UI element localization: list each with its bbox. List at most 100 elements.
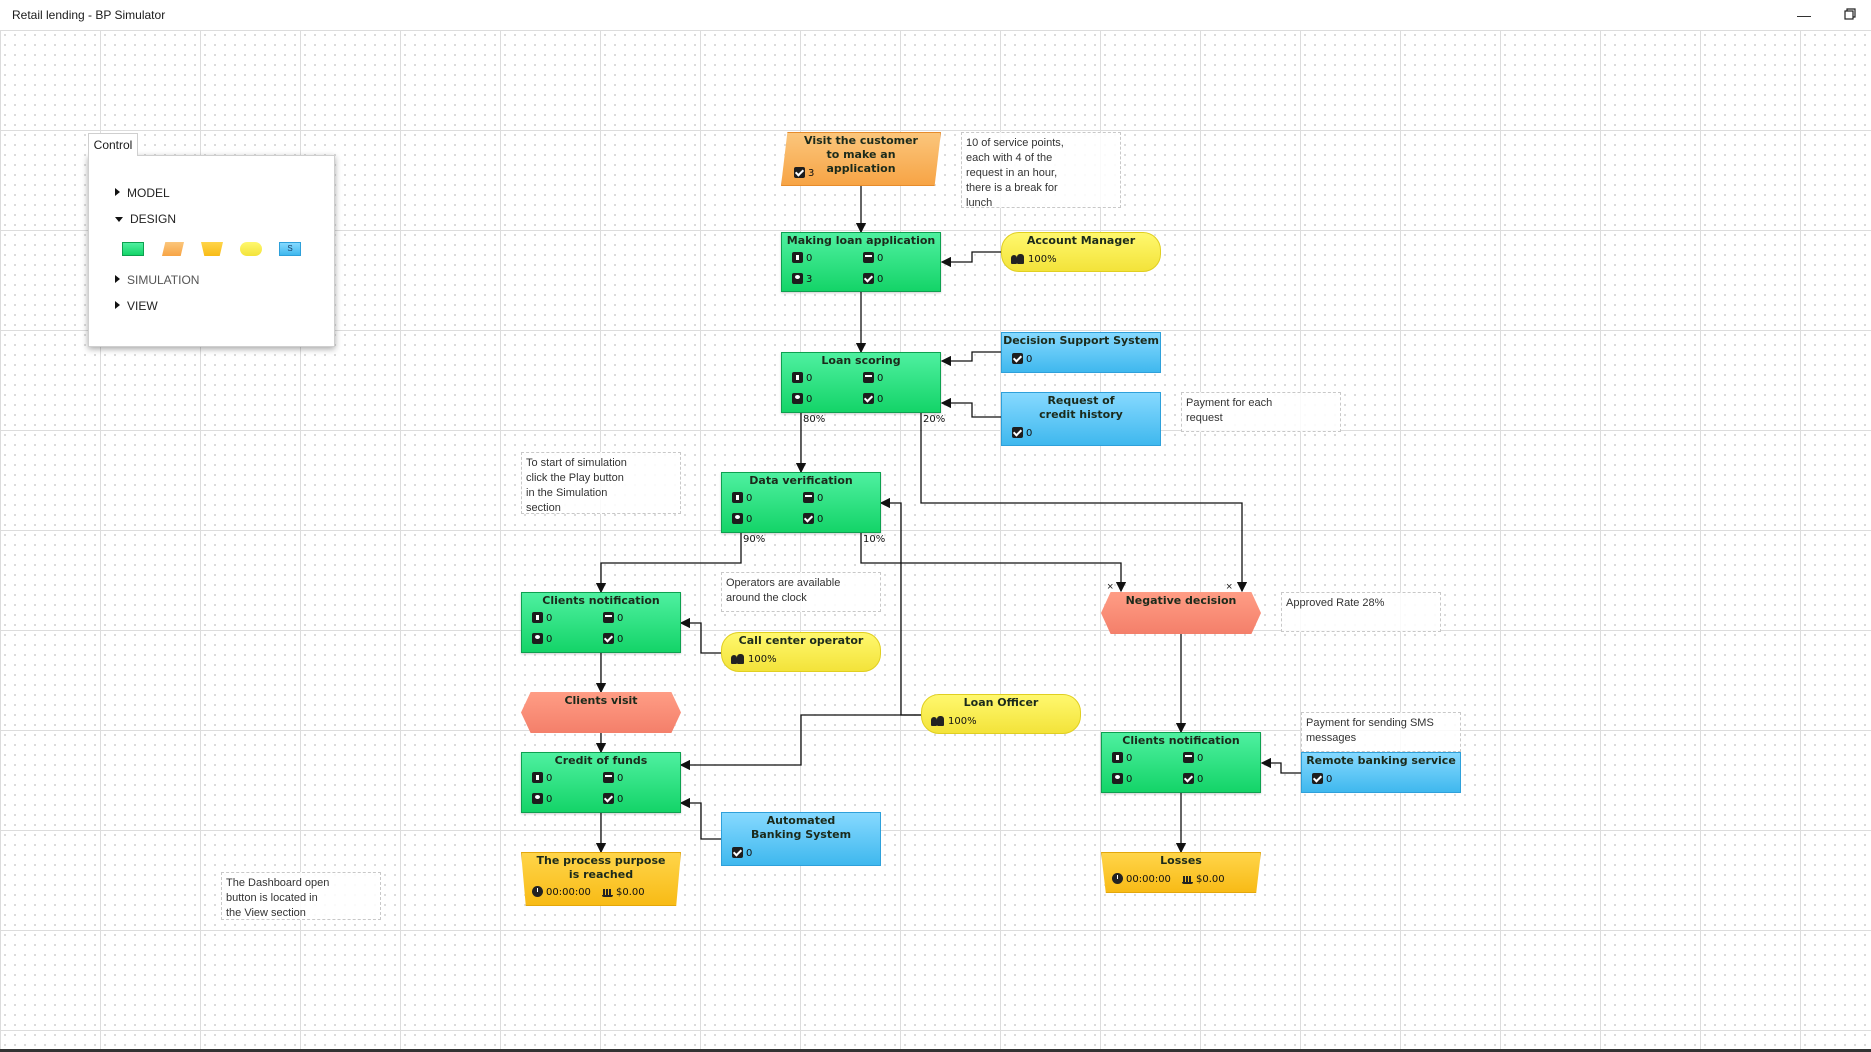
check-icon xyxy=(1012,353,1023,364)
note-approved-rate[interactable]: Approved Rate 28% xyxy=(1281,592,1441,632)
system-automated-banking[interactable]: Automated Banking System 0 xyxy=(721,812,881,866)
start-event-visit-customer[interactable]: Visit the customer to make an applicatio… xyxy=(781,132,941,186)
note-payment-sms[interactable]: Payment for sending SMS messages xyxy=(1301,712,1461,752)
note-operators[interactable]: Operators are available around the clock xyxy=(721,572,881,612)
check-icon xyxy=(863,273,874,284)
node-stat: 0 xyxy=(532,612,552,624)
node-stat: 0 xyxy=(792,252,812,264)
node-stat: 0 xyxy=(1112,752,1132,764)
section-simulation[interactable]: SIMULATION xyxy=(115,273,199,287)
connector xyxy=(920,413,1248,593)
node-label: Visit the customer to make an applicatio… xyxy=(804,134,918,175)
chevron-right-icon xyxy=(115,275,120,283)
stat-value: 0 xyxy=(1197,774,1204,785)
activity-loan-scoring[interactable]: Loan scoring 0 0 0 0 xyxy=(781,352,941,413)
user-icon xyxy=(532,793,543,804)
decision-clients-visit[interactable]: Clients visit xyxy=(521,692,681,733)
note-dashboard[interactable]: The Dashboard open button is located in … xyxy=(221,872,381,920)
people-icon xyxy=(1011,253,1025,264)
activity-data-verification[interactable]: Data verification 0 0 0 0 xyxy=(721,472,881,533)
section-view[interactable]: VIEW xyxy=(115,299,158,313)
node-label: Clients notification xyxy=(542,594,660,607)
clock-icon xyxy=(532,886,543,897)
node-stat: $0.00 xyxy=(1182,873,1225,885)
system-remote-banking[interactable]: Remote banking service 0 xyxy=(1301,752,1461,793)
stat-value: 0 xyxy=(806,394,813,405)
control-panel: MODEL DESIGN S SIMULATION VIEW xyxy=(88,155,335,347)
node-stat: 0 xyxy=(532,772,552,784)
stat-value: 0 xyxy=(746,848,753,859)
note-start-simulation[interactable]: To start of simulation click the Play bu… xyxy=(521,452,681,514)
system-decision-support[interactable]: Decision Support System 0 xyxy=(1001,332,1161,373)
node-stat: 100% xyxy=(931,715,977,727)
end-event-losses[interactable]: Losses 00:00:00 $0.00 xyxy=(1101,852,1261,893)
connector xyxy=(879,497,921,716)
check-icon xyxy=(603,633,614,644)
activity-making-loan-application[interactable]: Making loan application 0 0 3 0 xyxy=(781,232,941,292)
connector xyxy=(679,617,721,654)
clock-icon xyxy=(1112,873,1123,884)
node-label: Decision Support System xyxy=(1003,334,1159,347)
stat-value: 0 xyxy=(617,773,624,784)
connector xyxy=(595,533,742,594)
close-icon: × xyxy=(1226,581,1233,593)
stat-value: 0 xyxy=(806,373,813,384)
node-stat: 0 xyxy=(863,273,883,285)
section-model[interactable]: MODEL xyxy=(115,186,170,200)
user-icon xyxy=(1112,773,1123,784)
activity-clients-notification-left[interactable]: Clients notification 0 0 0 0 xyxy=(521,592,681,653)
stat-value: 0 xyxy=(1126,753,1133,764)
node-label: Call center operator xyxy=(738,634,864,647)
palette-resource-shape[interactable] xyxy=(240,242,262,256)
minimize-icon[interactable]: — xyxy=(1797,7,1811,23)
node-stat: 0 xyxy=(1312,773,1332,785)
cost-icon xyxy=(602,886,613,897)
note-service-points[interactable]: 10 of service points, each with 4 of the… xyxy=(961,132,1121,209)
node-stat: 0 xyxy=(792,372,812,384)
resource-account-manager[interactable]: Account Manager 100% xyxy=(1001,232,1161,272)
node-stat: 0 xyxy=(532,633,552,645)
close-icon: × xyxy=(1107,581,1114,593)
node-stat: 0 xyxy=(603,793,623,805)
section-design[interactable]: DESIGN xyxy=(115,212,176,226)
stat-value: 00:00:00 xyxy=(1126,874,1171,885)
restore-icon[interactable] xyxy=(1836,4,1864,26)
node-stat: 0 xyxy=(1012,427,1032,439)
queue-icon xyxy=(863,372,874,383)
note-payment-request[interactable]: Payment for each request xyxy=(1181,392,1341,432)
palette-end-event-shape[interactable] xyxy=(201,242,223,256)
node-stat: 0 xyxy=(792,393,812,405)
check-icon xyxy=(794,167,805,178)
palette-event-shape[interactable] xyxy=(162,242,184,256)
queue-icon xyxy=(803,492,814,503)
stat-value: 0 xyxy=(617,613,624,624)
decision-negative[interactable]: Negative decision xyxy=(1101,592,1261,634)
end-event-process-reached[interactable]: The process purpose is reached 00:00:00 … xyxy=(521,852,681,906)
node-label: Making loan application xyxy=(786,234,936,247)
activity-credit-of-funds[interactable]: Credit of funds 0 0 0 0 xyxy=(521,752,681,813)
system-credit-history[interactable]: Request of credit history 0 xyxy=(1001,392,1161,446)
stat-value: $0.00 xyxy=(616,887,645,898)
branch-label: 80% xyxy=(803,414,826,425)
section-label: DESIGN xyxy=(130,212,177,226)
branch-label: 90% xyxy=(743,534,766,545)
palette-system-shape[interactable]: S xyxy=(279,242,301,256)
briefcase-icon xyxy=(532,772,543,783)
branch-label: 10% xyxy=(863,534,886,545)
stat-value: 0 xyxy=(617,634,624,645)
node-label: Negative decision xyxy=(1125,594,1237,607)
briefcase-icon xyxy=(532,612,543,623)
branch-label: 20% xyxy=(923,414,946,425)
resource-loan-officer[interactable]: Loan Officer 100% xyxy=(921,694,1081,734)
node-stat: 00:00:00 xyxy=(532,886,591,898)
stat-value: 00:00:00 xyxy=(546,887,591,898)
title-bar: Retail lending - BP Simulator — xyxy=(0,0,1871,30)
node-stat: 00:00:00 xyxy=(1112,873,1171,885)
palette-activity-shape[interactable] xyxy=(122,242,144,256)
stat-value: 0 xyxy=(877,253,884,264)
resource-call-center-operator[interactable]: Call center operator 100% xyxy=(721,632,881,672)
briefcase-icon xyxy=(1112,752,1123,763)
control-tab[interactable]: Control xyxy=(88,133,138,156)
node-label: Loan Officer xyxy=(963,696,1039,709)
activity-clients-notification-right[interactable]: Clients notification 0 0 0 0 xyxy=(1101,732,1261,793)
